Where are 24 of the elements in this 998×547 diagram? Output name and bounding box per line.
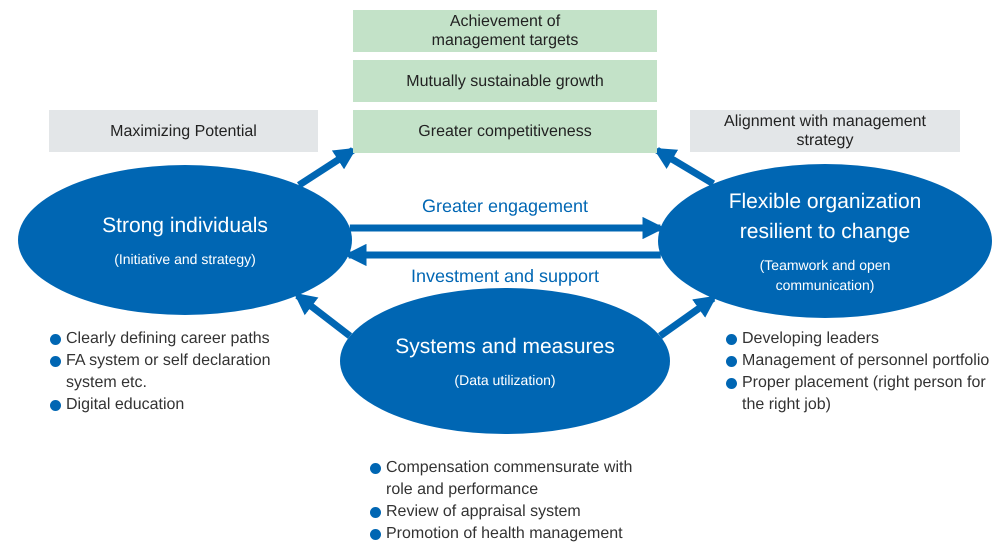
bullet-text: Management of personnel portfolio — [742, 351, 990, 371]
node-title: Strong individuals — [102, 213, 268, 239]
node-title: Systems and measures — [395, 334, 615, 360]
node-subtitle: (Teamwork and open communication) — [758, 256, 892, 295]
bullet-text: Promotion of health management — [386, 524, 623, 544]
bullet-text: Developing leaders — [742, 329, 879, 349]
bullet-text: Proper placement (right person for the right job) — [742, 373, 987, 415]
node-subtitle: (Data utilization) — [453, 371, 557, 390]
arrow — [296, 147, 357, 188]
arrow — [653, 147, 716, 187]
bullet-text: Digital education — [66, 395, 184, 415]
bullet-text: Compensation commensurate with role and performance — [386, 458, 634, 500]
bullet-text: Review of appraisal system — [386, 502, 581, 522]
node-subtitle: (Initiative and strategy) — [113, 250, 257, 269]
bullet-text: Clearly defining career paths — [66, 329, 270, 349]
outcome-box: Greater competitiveness — [353, 110, 657, 153]
outcome-box: Mutually sustainable growth — [353, 60, 657, 102]
arrow — [294, 292, 352, 339]
node-title: Flexible organization resilient to change — [728, 189, 922, 245]
heading-box: Alignment with management strategy — [690, 110, 960, 152]
bullet-text: FA system or self declaration system etc. — [66, 351, 272, 393]
heading-box: Maximizing Potential — [49, 110, 318, 152]
outcome-box: Achievement of management targets — [353, 10, 657, 52]
arrow — [658, 295, 717, 339]
